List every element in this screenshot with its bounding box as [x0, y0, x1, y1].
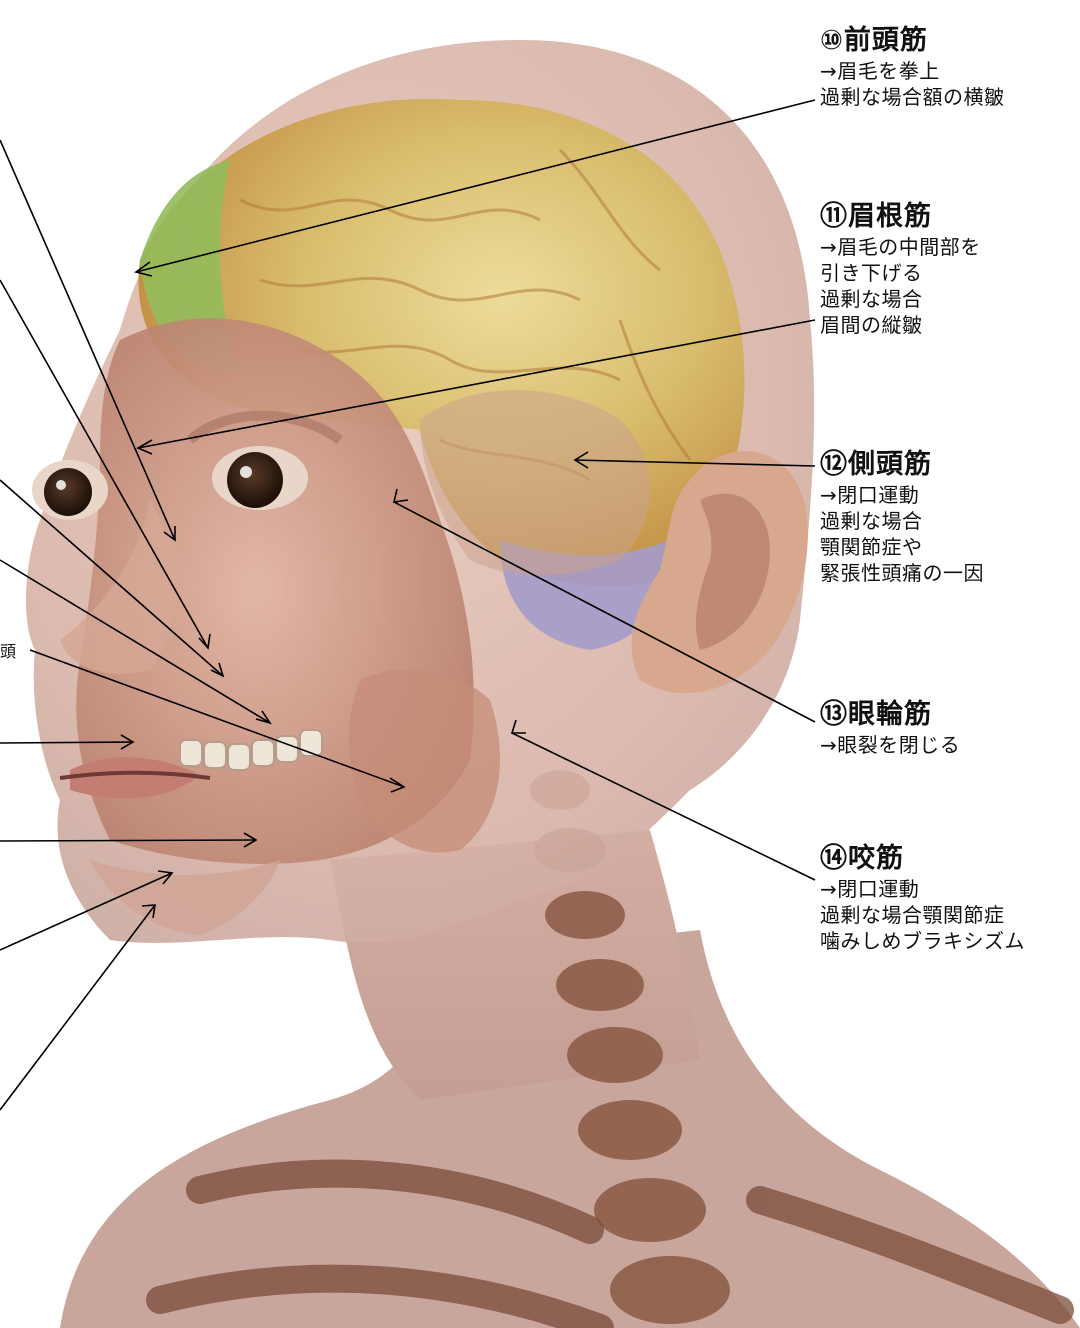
label-masseter: ⑭咬筋 →閉口運動 過剰な場合顎関節症 噛みしめブラキシズム: [820, 842, 1025, 954]
label-line: →眉毛を拳上: [820, 58, 1005, 84]
label-title: ⑫側頭筋: [820, 448, 984, 482]
label-orbicularis-oculi: ⑬眼輪筋 →眼裂を閉じる: [820, 698, 960, 758]
label-line: 過剰な場合顎関節症: [820, 902, 1025, 928]
label-line: 眉間の縦皺: [820, 312, 981, 338]
label-line: →閉口運動: [820, 482, 984, 508]
label-line: 引き下げる: [820, 260, 981, 286]
label-line: 顎関節症や: [820, 534, 984, 560]
label-line: →眼裂を閉じる: [820, 732, 960, 758]
label-title: ⑪眉根筋: [820, 200, 981, 234]
label-title: ⑩前頭筋: [820, 24, 1005, 58]
label-title: ⑭咬筋: [820, 842, 1025, 876]
label-corrugator: ⑪眉根筋 →眉毛の中間部を 引き下げる 過剰な場合 眉間の縦皺: [820, 200, 981, 338]
cropped-label-fragment: 頭: [0, 638, 16, 662]
label-line: 過剰な場合: [820, 286, 981, 312]
label-frontalis: ⑩前頭筋 →眉毛を拳上 過剰な場合額の横皺: [820, 24, 1005, 110]
label-line: 噛みしめブラキシズム: [820, 928, 1025, 954]
label-line: 過剰な場合額の横皺: [820, 84, 1005, 110]
label-line: 緊張性頭痛の一因: [820, 560, 984, 586]
label-line: →眉毛の中間部を: [820, 234, 981, 260]
label-temporalis: ⑫側頭筋 →閉口運動 過剰な場合 顎関節症や 緊張性頭痛の一因: [820, 448, 984, 586]
label-line: →閉口運動: [820, 876, 1025, 902]
label-line: 過剰な場合: [820, 508, 984, 534]
label-title: ⑬眼輪筋: [820, 698, 960, 732]
